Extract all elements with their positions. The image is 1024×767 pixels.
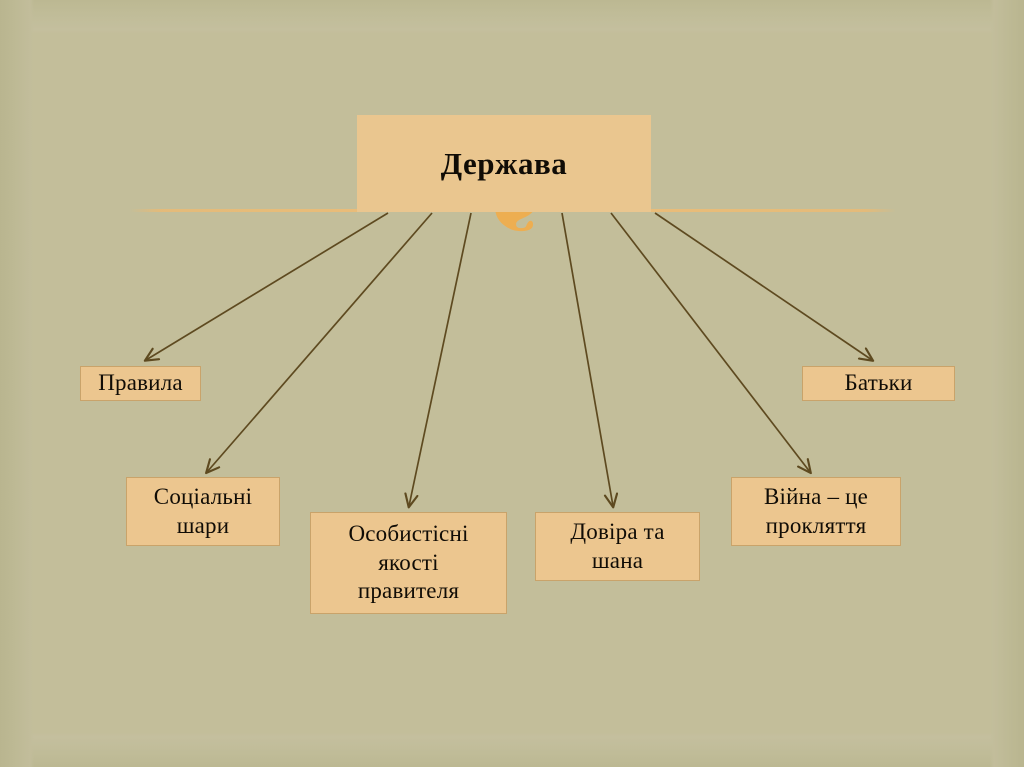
node-derzhava[interactable]: Держава	[357, 115, 651, 212]
connector-to-rules	[146, 212, 389, 360]
node-ruler-qualities[interactable]: Особистісні якості правителя	[310, 512, 507, 614]
connector-to-parents	[654, 212, 872, 360]
node-rules[interactable]: Правила	[80, 366, 201, 401]
node-war-is-curse[interactable]: Війна – це прокляття	[731, 477, 901, 546]
node-social-layers[interactable]: Соціальні шари	[126, 477, 280, 546]
connector-to-quals	[409, 212, 472, 506]
connector-to-social	[207, 212, 433, 472]
node-trust-and-respect[interactable]: Довіра та шана	[535, 512, 700, 581]
node-parents[interactable]: Батьки	[802, 366, 955, 401]
connector-to-war	[610, 212, 810, 472]
connector-to-trust	[561, 212, 613, 506]
